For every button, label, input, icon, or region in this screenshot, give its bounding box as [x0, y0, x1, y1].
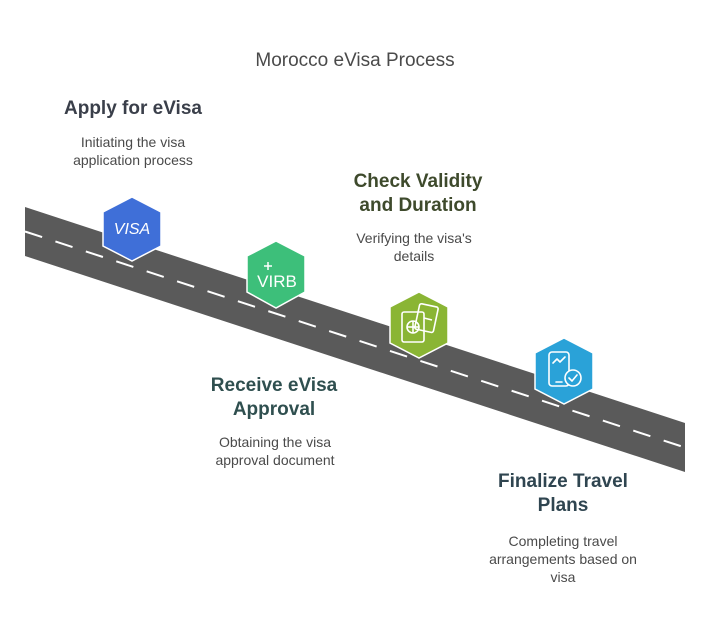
visa-icon-text: VISA — [114, 221, 150, 238]
approval-icon-text: VIRB — [257, 272, 297, 291]
step-title-apply: Apply for eVisa — [64, 98, 202, 119]
passport-tickets-icon — [389, 291, 449, 359]
step-desc-receive: Obtaining the visa approval document — [215, 434, 335, 468]
step-title-finalize: Finalize Travel Plans — [498, 471, 628, 516]
mobile-checkmark-icon — [534, 337, 594, 405]
road-lane-marking — [24, 230, 686, 449]
diagram-title: Morocco eVisa Process — [255, 50, 455, 71]
visa-icon: VISA — [102, 196, 162, 262]
step-desc-apply: Initiating the visa application process — [73, 134, 193, 168]
step-title-receive: Receive eVisa Approval — [210, 375, 338, 420]
step-desc-finalize: Completing travel arrangements based on … — [489, 533, 637, 585]
step-title-check: Check Validity and Duration — [353, 171, 483, 216]
road — [25, 207, 685, 472]
step-desc-check: Verifying the visa's details — [356, 230, 472, 264]
approval-document-icon: VIRB — [246, 240, 306, 309]
